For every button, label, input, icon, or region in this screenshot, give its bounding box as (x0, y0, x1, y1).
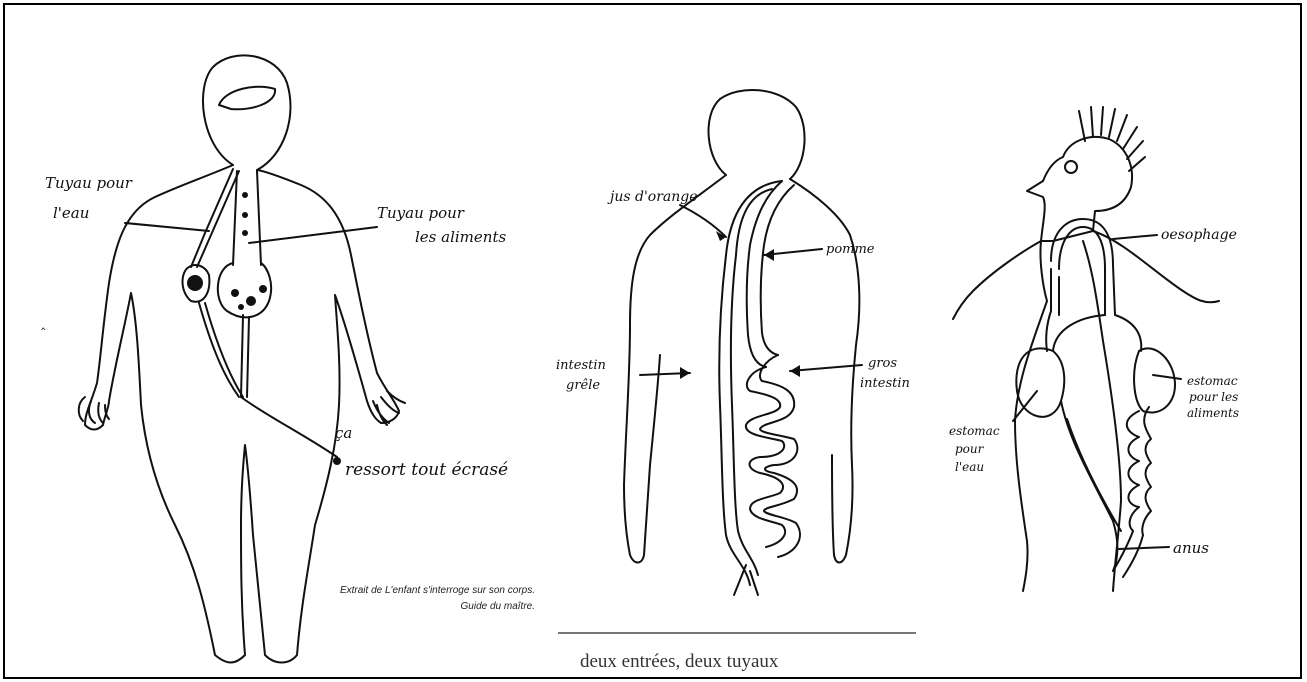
label-water-stomach-3: l'eau (955, 460, 984, 474)
label-large-intestine-1: gros (868, 356, 897, 371)
source-line-1: Extrait de L'enfant s'interroge sur son … (305, 583, 535, 599)
caption-divider (558, 632, 916, 634)
small-intestine-2 (746, 355, 800, 557)
water-pipe (191, 169, 239, 267)
leader-water (125, 223, 209, 231)
label-food-pipe-1: Tuyau pour (377, 204, 465, 222)
label-anus: anus (1173, 539, 1209, 557)
esophagus-2 (747, 181, 794, 367)
intestine-3 (1127, 407, 1151, 535)
body-3 (953, 231, 1219, 591)
water-pipe-lower (199, 303, 243, 397)
figure-1-child-drawing: Tuyau pour l'eau Tuyau pour les aliments… (5, 5, 555, 679)
food-stomach-3 (1134, 348, 1175, 412)
tail-lines-2 (734, 565, 758, 595)
label-orange-juice: jus d'orange (607, 189, 698, 205)
head-outline-2 (709, 90, 805, 179)
label-small-intestine-2: grêle (566, 378, 600, 393)
source-line-2: Guide du maître. (305, 599, 535, 615)
head-outline (203, 55, 291, 170)
label-water-pipe-2: l'eau (53, 204, 89, 222)
label-food-pipe-2: les aliments (415, 228, 506, 246)
label-exit-1: ça (335, 424, 352, 442)
lower-tubes-3 (1061, 401, 1143, 577)
water-organ-fill (187, 275, 203, 291)
label-water-stomach-2: pour (955, 442, 985, 456)
label-large-intestine-2: intestin (860, 376, 910, 391)
label-water-pipe-1: Tuyau pour (45, 174, 133, 192)
figure-caption: deux entrées, deux tuyaux (580, 651, 778, 673)
label-food-stomach-1: estomac (1187, 374, 1238, 388)
label-oesophagus: oesophage (1161, 227, 1237, 243)
exit-dot (333, 457, 341, 465)
label-apple: pomme (826, 242, 875, 257)
exit-line (241, 397, 337, 457)
leader-large-int (790, 365, 862, 371)
head-3 (1027, 137, 1132, 241)
label-food-stomach-3: aliments (1187, 406, 1239, 420)
leader-juice (680, 205, 726, 237)
label-food-stomach-2: pour les (1189, 390, 1238, 404)
leader-oesophagus (1113, 235, 1157, 239)
leader-food-stomach (1153, 375, 1181, 379)
eye-3 (1065, 161, 1077, 173)
label-small-intestine-1: intestin (556, 358, 606, 373)
brain-shape (219, 87, 275, 110)
food-pipe (233, 171, 261, 265)
label-exit-2: ressort tout écrasé (345, 460, 508, 480)
stray-mark: ‸ (41, 316, 46, 331)
source-caption: Extrait de L'enfant s'interroge sur son … (305, 583, 535, 615)
figure-3-child-drawing: oesophage estomac pour les aliments esto… (943, 101, 1302, 601)
leader-food (249, 227, 377, 243)
figure-frame: Tuyau pour l'eau Tuyau pour les aliments… (3, 3, 1302, 679)
figure-2-child-drawing: jus d'orange pomme intestin grêle gros i… (550, 85, 920, 605)
rectum-tube (241, 315, 249, 397)
hair-3 (1079, 107, 1145, 171)
label-water-stomach-1: estomac (949, 424, 1000, 438)
